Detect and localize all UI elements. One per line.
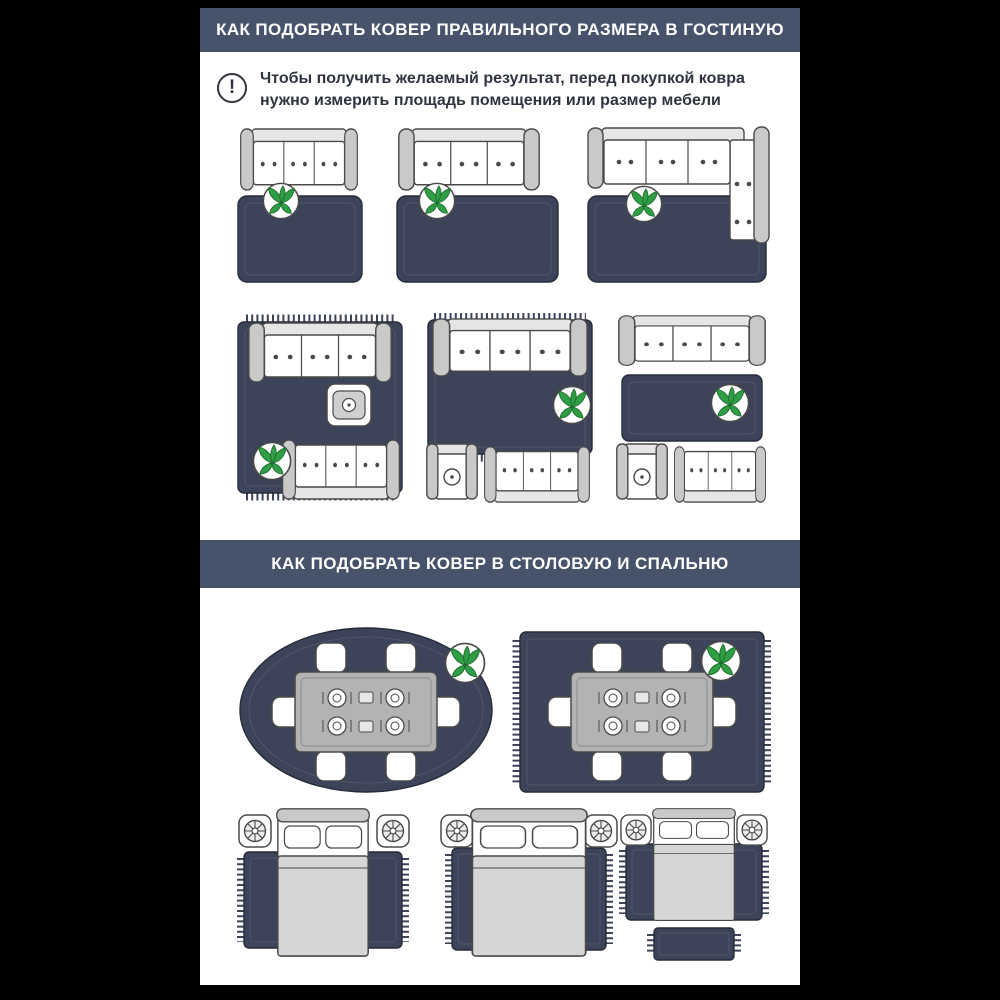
bed-icon xyxy=(470,808,588,957)
armchair-icon xyxy=(616,443,668,500)
bed-icon xyxy=(652,808,736,922)
plant-icon xyxy=(262,182,300,220)
exclamation-glyph: ! xyxy=(228,77,236,98)
note-line-1: Чтобы получить желаемый результат, перед… xyxy=(260,70,745,87)
plant-icon xyxy=(444,642,486,684)
diagram-dining-rect-rug xyxy=(512,631,771,793)
diagram-bedroom-foot-rug xyxy=(619,808,769,961)
sofa-icon xyxy=(398,128,540,191)
sofa-flipped xyxy=(484,446,590,503)
plant-icon xyxy=(700,640,742,682)
section-header-living: КАК ПОДОБРАТЬ КОВЕР ПРАВИЛЬНОГО РАЗМЕРА … xyxy=(200,8,800,52)
nightstand-lamp-icon xyxy=(440,814,474,848)
sofa-flipped xyxy=(674,446,766,503)
sofa-icon xyxy=(618,315,766,367)
plant-icon xyxy=(418,182,456,220)
diagram-seating-group-large-rug xyxy=(237,314,403,501)
diagram-corner-sofa-rug xyxy=(587,126,770,283)
rug-inner-border xyxy=(526,638,758,786)
diagram-bedroom-wide-rug xyxy=(237,808,410,957)
sofa-flipped xyxy=(282,439,400,500)
section-title-living: КАК ПОДОБРАТЬ КОВЕР ПРАВИЛЬНОГО РАЗМЕРА … xyxy=(216,20,784,39)
rug-inner-border xyxy=(403,202,552,276)
exclamation-icon: ! xyxy=(217,73,247,103)
sofa-icon xyxy=(484,446,590,503)
sofa-icon xyxy=(282,439,400,500)
plant-icon xyxy=(710,383,750,423)
rug-inner-border xyxy=(658,932,730,956)
infographic-panel: КАК ПОДОБРАТЬ КОВЕР ПРАВИЛЬНОГО РАЗМЕРА … xyxy=(200,8,800,985)
note: ! Чтобы получить желаемый результат, пер… xyxy=(217,68,792,112)
corner-sofa-icon xyxy=(587,126,770,244)
rug xyxy=(237,195,363,283)
sofa-icon xyxy=(432,318,588,377)
diagram-seating-group-medium-rug xyxy=(426,313,593,503)
sofa-icon xyxy=(240,128,358,191)
diagram-sofa-small-rug xyxy=(237,128,363,283)
section-title-dining-bedroom: КАК ПОДОБРАТЬ КОВЕР В СТОЛОВУЮ И СПАЛЬНЮ xyxy=(271,554,729,573)
sofa-icon xyxy=(674,446,766,503)
foot-rug xyxy=(653,927,735,961)
sofa-icon xyxy=(248,322,392,383)
rug-inner-border xyxy=(248,636,484,784)
nightstand-lamp-icon xyxy=(376,814,410,848)
section-header-dining-bedroom: КАК ПОДОБРАТЬ КОВЕР В СТОЛОВУЮ И СПАЛЬНЮ xyxy=(200,540,800,588)
diagram-sofa-medium-rug xyxy=(396,128,559,283)
coffee-table-icon xyxy=(326,383,372,427)
rug-inner-border xyxy=(628,381,756,435)
nightstand-lamp-icon xyxy=(238,814,272,848)
note-line-2: нужно измерить площадь помещения или раз… xyxy=(260,92,721,109)
plant-icon xyxy=(252,441,292,481)
plant-icon xyxy=(625,185,663,223)
nightstand-lamp-icon xyxy=(736,814,768,846)
diagram-bedroom-under-bed-rug xyxy=(440,808,618,957)
bed-icon xyxy=(276,808,370,957)
diagram-seating-group-small-rug xyxy=(616,315,766,503)
armchair-icon xyxy=(426,443,478,500)
rug-inner-border xyxy=(244,202,356,276)
note-text: Чтобы получить желаемый результат, перед… xyxy=(260,68,745,112)
plant-icon xyxy=(552,385,592,425)
nightstand-lamp-icon xyxy=(620,814,652,846)
diagram-dining-oval-rug xyxy=(239,627,493,793)
